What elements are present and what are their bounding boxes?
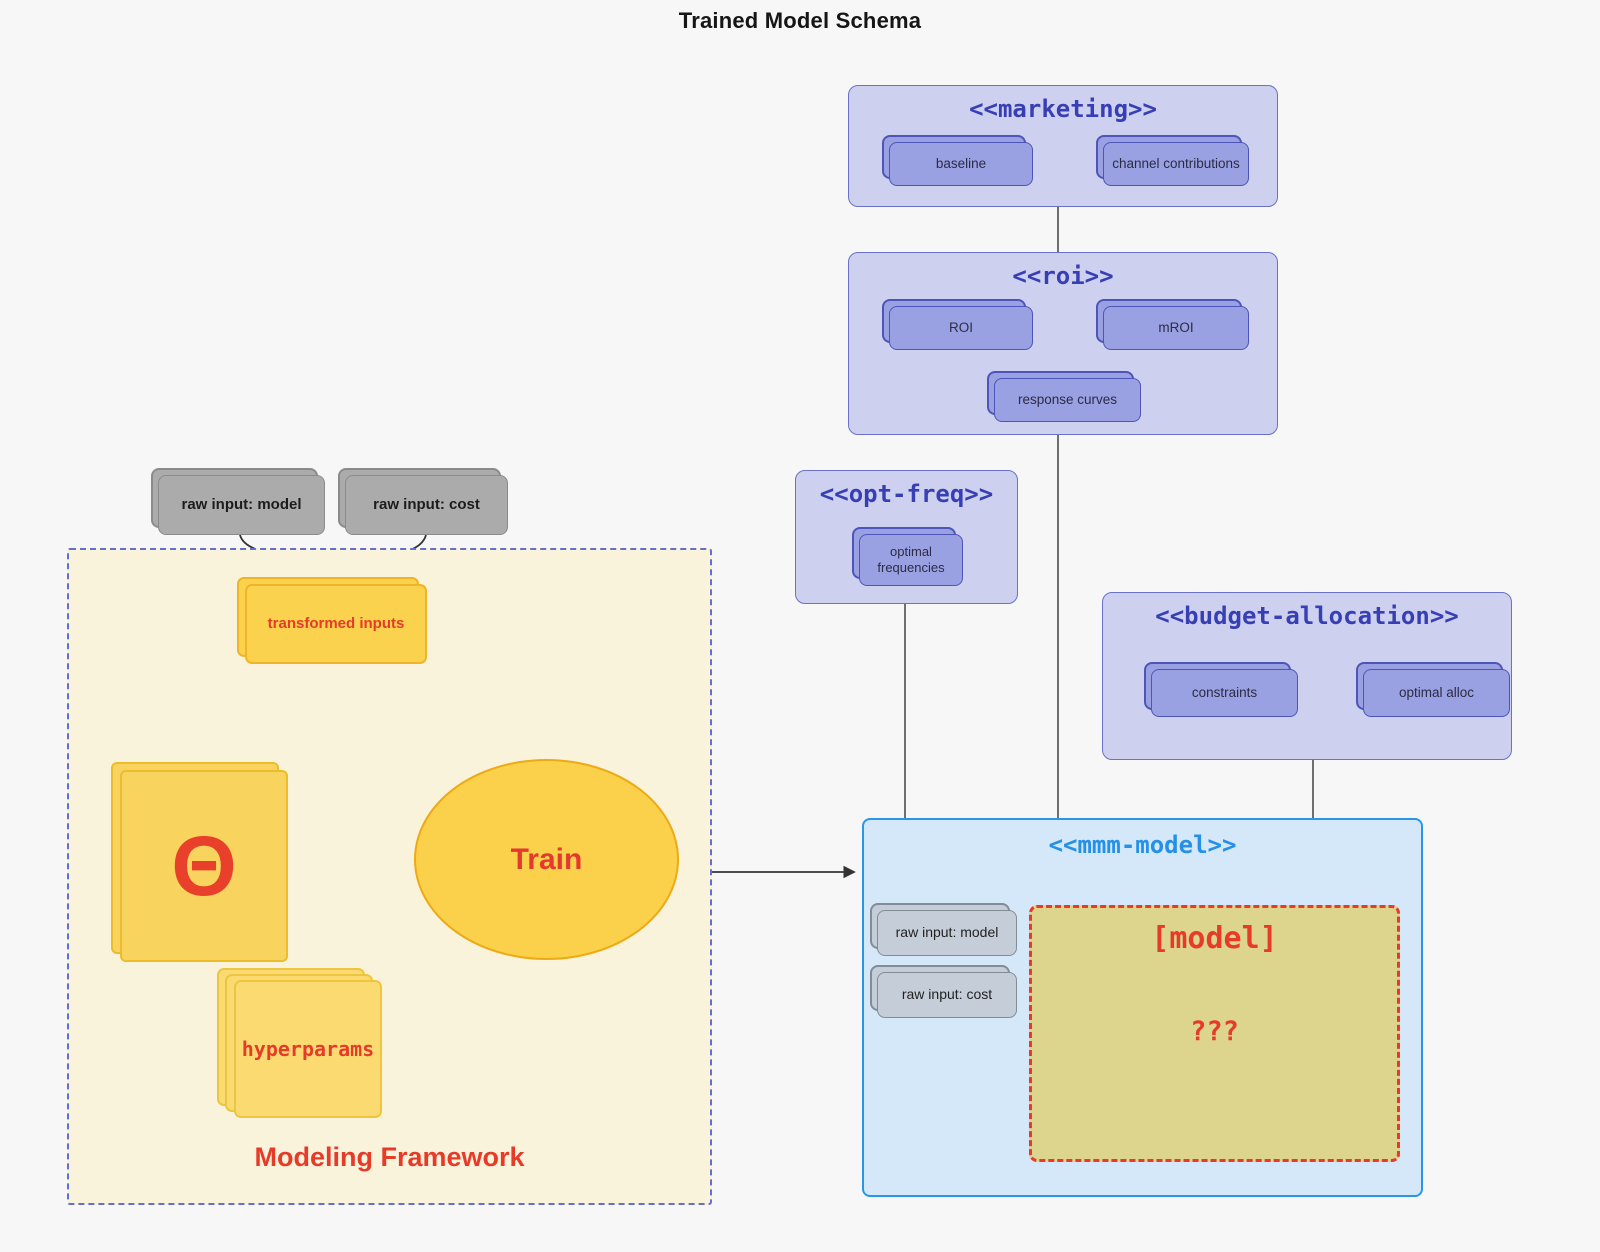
- package-opt-freq-title: <<opt-freq>>: [819, 480, 994, 508]
- node-train: Train: [414, 759, 679, 960]
- node-optimal-alloc-label: optimal alloc: [1398, 684, 1475, 700]
- node-mmm-raw-input-model: raw input: model: [877, 910, 1017, 956]
- package-budget-allocation-title: <<budget-allocation>>: [1155, 602, 1459, 630]
- node-theta: Θ: [120, 770, 288, 962]
- node-theta-label: Θ: [171, 818, 237, 913]
- package-budget-allocation: <<budget-allocation>> constraints optima…: [1102, 592, 1512, 760]
- node-roi-label: ROI: [948, 319, 973, 335]
- node-baseline: baseline: [889, 142, 1033, 186]
- node-train-label: Train: [510, 842, 583, 876]
- node-mmm-raw-input-cost-label: raw input: cost: [901, 986, 993, 1003]
- node-channel-contributions-label: channel contributions: [1112, 155, 1240, 171]
- group-modeling-framework-title: Modeling Framework: [254, 1142, 525, 1172]
- node-response-curves-label: response curves: [1017, 391, 1118, 407]
- node-raw-input-model-label: raw input: model: [181, 495, 302, 513]
- node-raw-input-cost: raw input: cost: [345, 475, 508, 535]
- package-marketing-title: <<marketing>>: [969, 95, 1157, 123]
- node-roi: ROI: [889, 306, 1033, 350]
- node-raw-input-model: raw input: model: [158, 475, 325, 535]
- node-transformed-inputs: transformed inputs: [245, 584, 427, 664]
- node-optimal-frequencies-label: optimal frequencies: [877, 543, 945, 575]
- node-raw-input-cost-label: raw input: cost: [373, 495, 480, 513]
- node-constraints-label: constraints: [1191, 684, 1258, 700]
- node-optimal-alloc: optimal alloc: [1363, 669, 1510, 717]
- node-hyperparams: hyperparams: [234, 980, 382, 1118]
- node-channel-contributions: channel contributions: [1103, 142, 1249, 186]
- package-roi: <<roi>> ROI mROI response curves: [848, 252, 1278, 435]
- node-baseline-label: baseline: [935, 155, 987, 171]
- package-mmm-model: <<mmm-model>> raw input: model raw input…: [862, 818, 1423, 1197]
- package-mmm-model-title: <<mmm-model>>: [1048, 831, 1237, 859]
- node-constraints: constraints: [1151, 669, 1298, 717]
- node-mroi-label: mROI: [1158, 319, 1194, 335]
- node-mmm-raw-input-model-label: raw input: model: [895, 924, 999, 941]
- model-box-unknown: ???: [1190, 1016, 1239, 1047]
- group-modeling-framework: transformed inputs Θ Train hyperparams M…: [67, 548, 712, 1205]
- node-model-placeholder-box: [model] ???: [1029, 905, 1400, 1162]
- node-hyperparams-label: hyperparams: [241, 1036, 375, 1061]
- node-transformed-inputs-label: transformed inputs: [267, 614, 405, 632]
- node-optimal-frequencies: optimal frequencies: [859, 534, 963, 586]
- model-box-title: [model]: [1151, 921, 1278, 956]
- package-roi-title: <<roi>>: [1012, 262, 1114, 290]
- diagram-title: Trained Model Schema: [678, 8, 922, 33]
- node-mroi: mROI: [1103, 306, 1249, 350]
- package-opt-freq: <<opt-freq>> optimal frequencies: [795, 470, 1018, 604]
- node-response-curves: response curves: [994, 378, 1141, 422]
- package-marketing: <<marketing>> baseline channel contribut…: [848, 85, 1278, 207]
- node-mmm-raw-input-cost: raw input: cost: [877, 972, 1017, 1018]
